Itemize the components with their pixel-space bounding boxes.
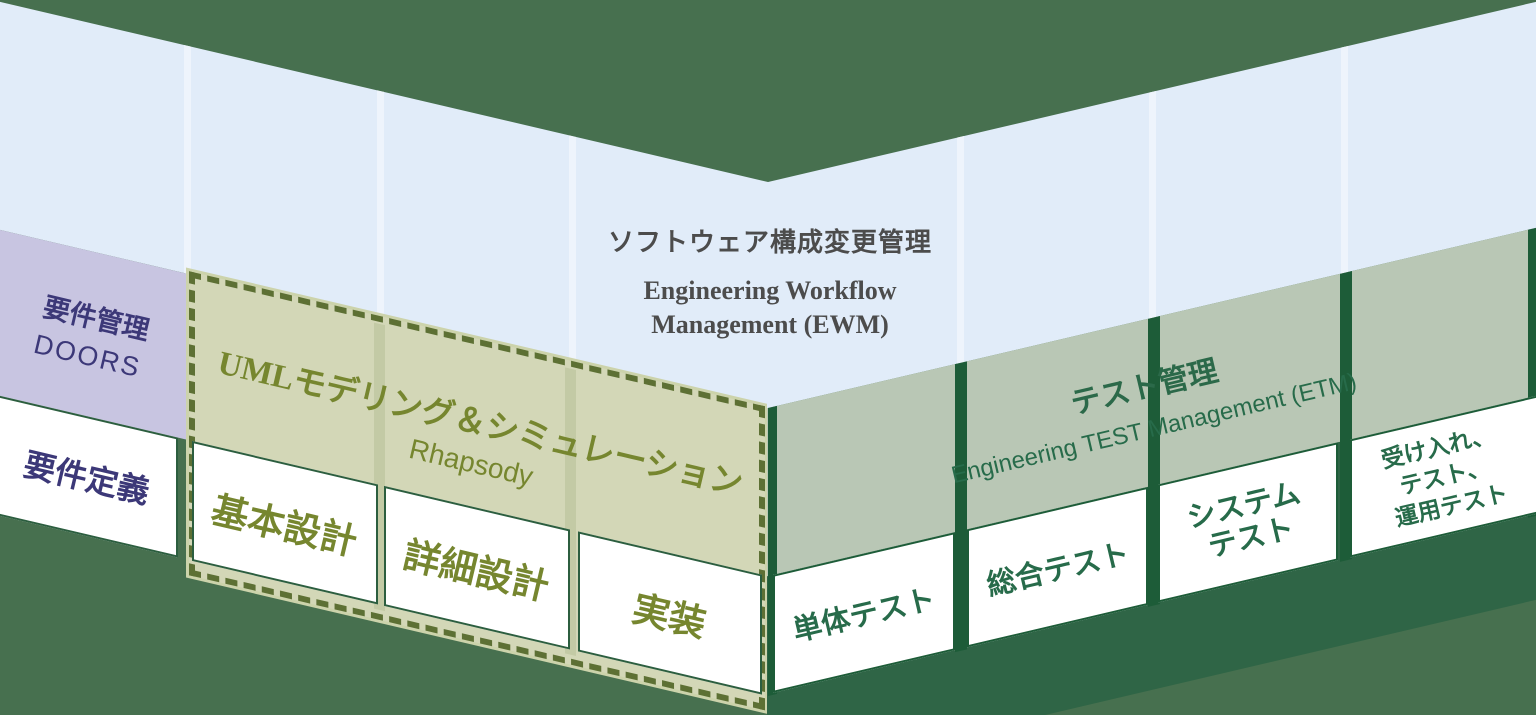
- box-label: 要件定義: [20, 446, 154, 511]
- segment-divider: [184, 45, 191, 275]
- ewm-tool-label: Engineering Workflow Management (EWM): [520, 274, 1020, 342]
- ewm-line2: Management (EWM): [651, 310, 889, 339]
- segment-divider: [1149, 90, 1156, 319]
- left-arm: 要件管理 DOORS UMLモデリング＆シミュレーション Rhapsody 要件…: [0, 1, 768, 714]
- box-label: システムテスト: [1184, 477, 1311, 568]
- box-label: 詳細設計: [399, 534, 553, 609]
- segment-divider: [377, 90, 384, 320]
- box-label: 総合テスト: [983, 537, 1133, 603]
- configuration-management-title: ソフトウェア構成変更管理: [607, 228, 932, 257]
- requirements-management-label: 要件管理 DOORS: [31, 285, 154, 384]
- box-label: 単体テスト: [790, 583, 939, 648]
- segment-divider: [1341, 45, 1348, 274]
- configuration-management-label: ソフトウェア構成変更管理 Engineering Workflow Manage…: [520, 222, 1020, 342]
- ewm-line1: Engineering Workflow: [643, 276, 897, 305]
- right-arm: テスト管理 Engineering TEST Management (ETM) …: [767, 0, 1536, 715]
- box-label: 受け入れ、テスト、運用テスト: [1379, 419, 1512, 533]
- box-label: 実装: [628, 588, 710, 645]
- box-label: 基本設計: [207, 489, 361, 563]
